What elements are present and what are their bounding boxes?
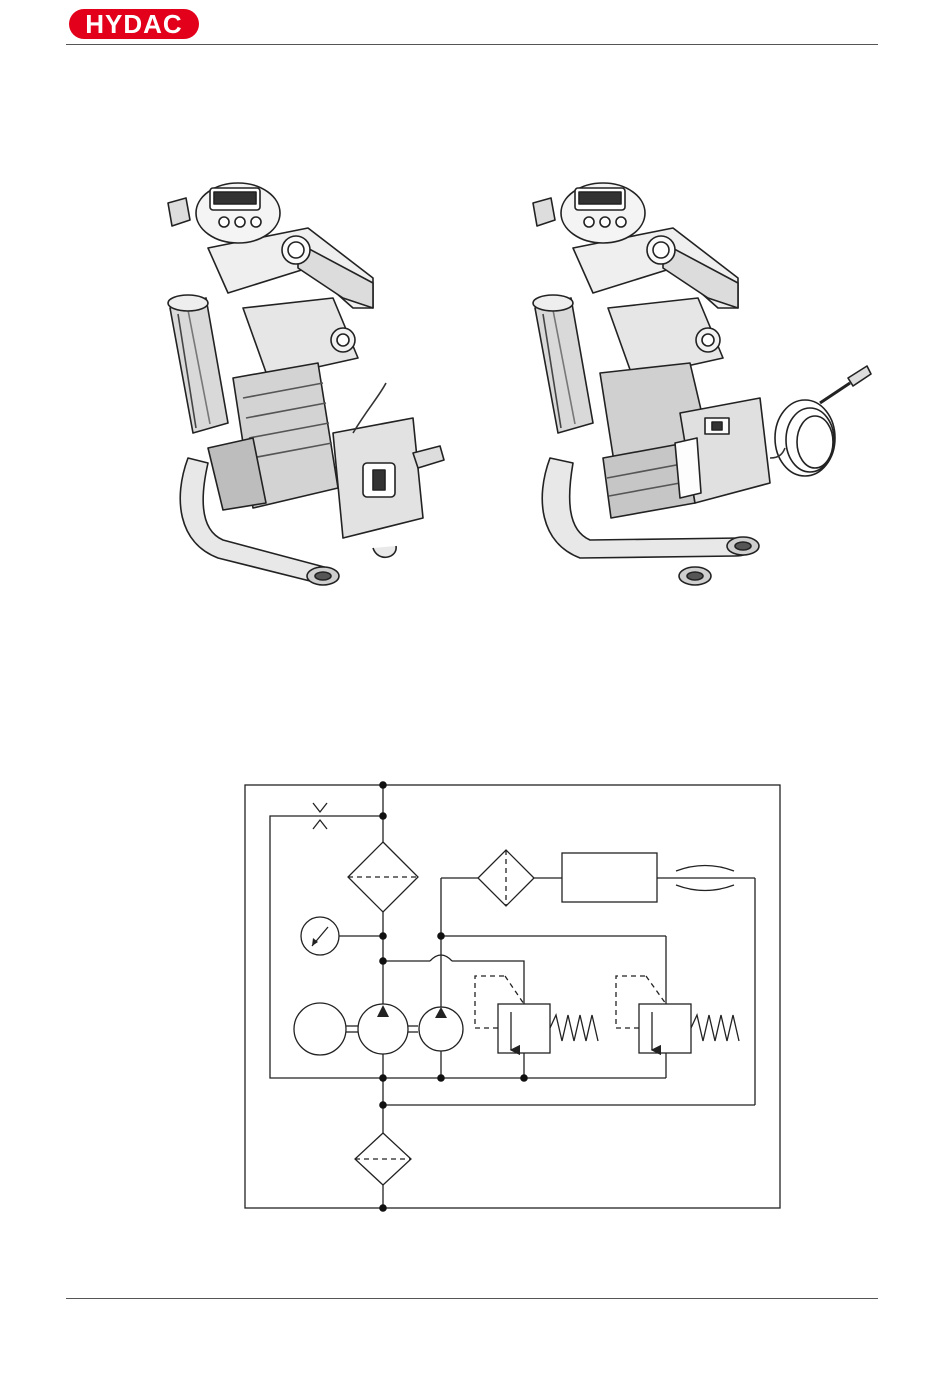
filter-unit-with-sensor-illustration <box>515 158 885 598</box>
hydraulic-circuit-diagram <box>240 778 785 1214</box>
logo-text: HYDAC <box>68 8 200 40</box>
footer-rule <box>66 1298 878 1299</box>
hydac-logo: HYDAC <box>68 8 200 40</box>
header-rule <box>66 44 878 45</box>
filter-unit-illustration <box>148 158 468 598</box>
